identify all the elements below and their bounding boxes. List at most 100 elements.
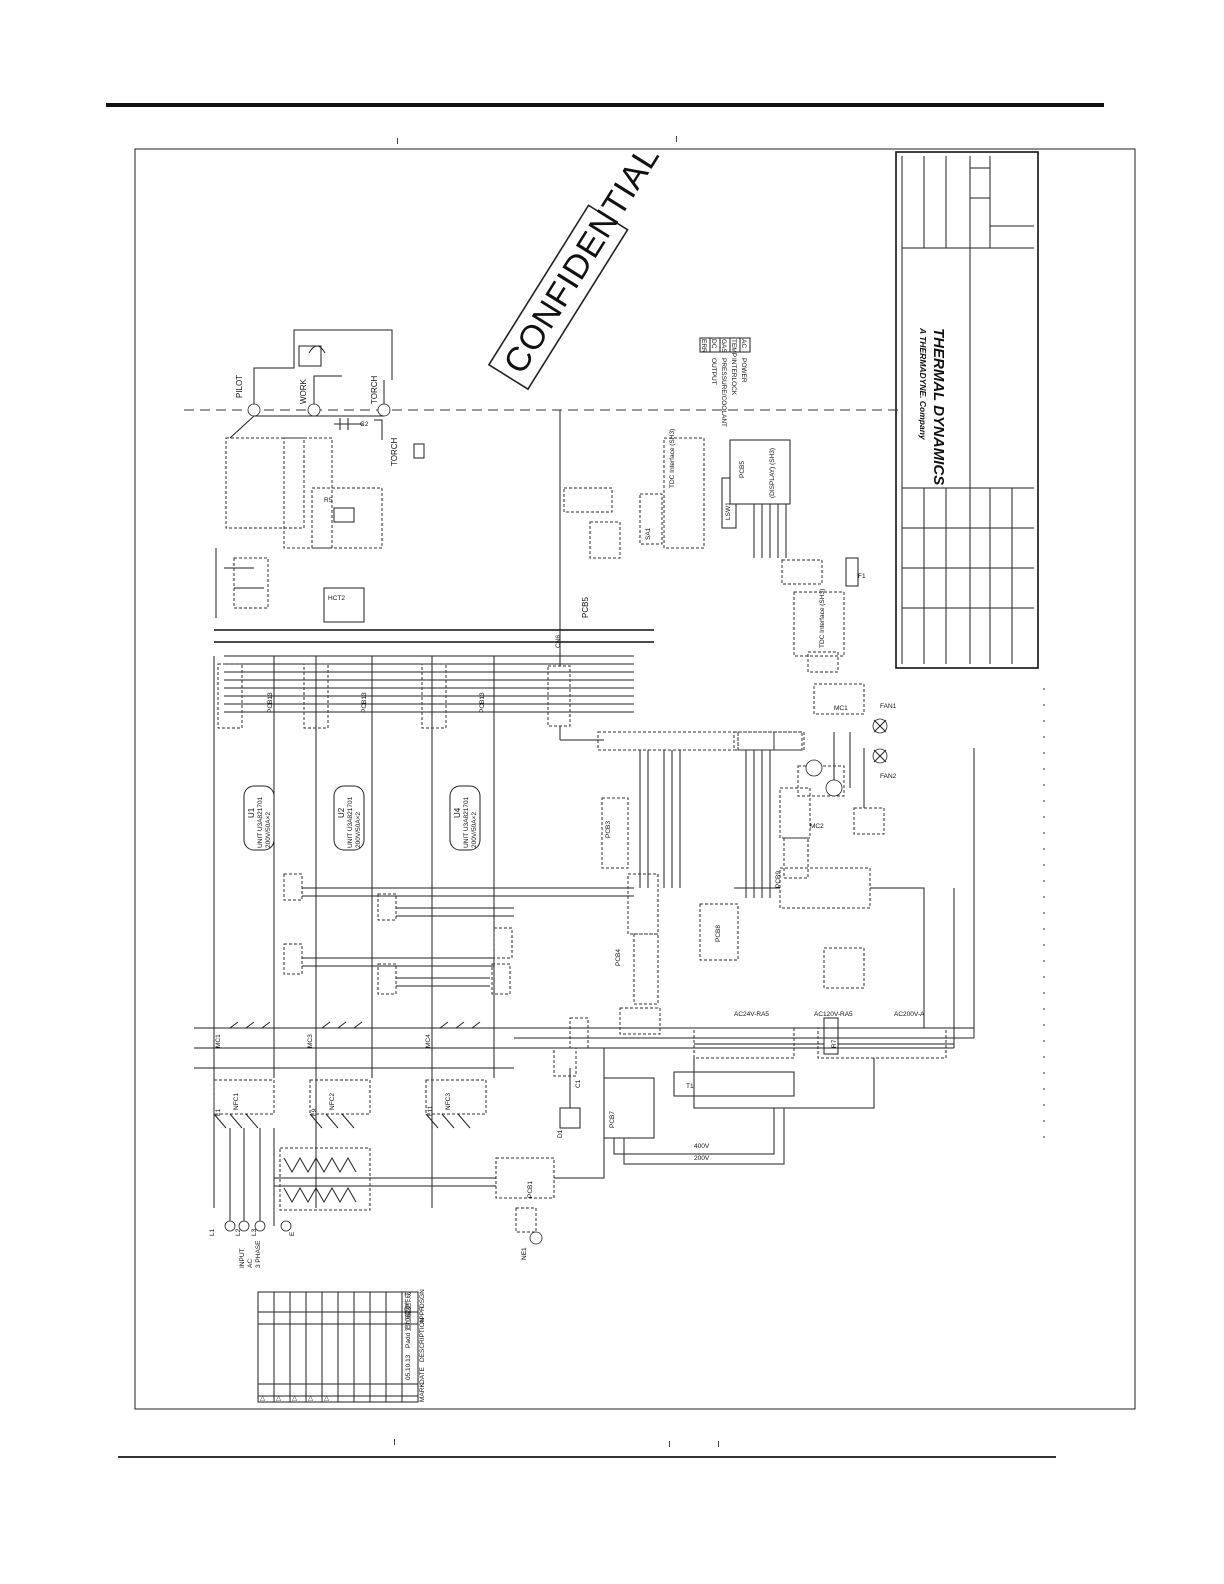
svg-text:PCB8: PCB8 [715,925,722,942]
svg-text:PCB5: PCB5 [739,461,746,478]
bottom-rule [118,1456,1056,1458]
svg-text:C1: C1 [575,1079,582,1088]
svg-text:T1: T1 [686,1083,694,1090]
svg-text:C2: C2 [360,421,369,428]
legend-row-4: ERR [699,337,711,353]
svg-text:3 PHASE: 3 PHASE [255,1240,262,1268]
svg-text:PCB13: PCB13 [479,692,486,713]
svg-text:L9: L9 [311,1108,318,1116]
svg-text:200V/50A×2: 200V/50A×2 [265,812,272,848]
terminal-work: WORK [299,378,308,404]
svg-text:05.10.13: 05.10.13 [405,1354,412,1380]
lower-wiring: AC24V-RA5 AC120V-RA5 AC200V-A [514,748,975,1109]
svg-text:INPUT: INPUT [239,1248,246,1268]
svg-text:OUTPUT: OUTPUT [710,358,717,385]
svg-text:MC2: MC2 [810,823,824,830]
svg-text:INTERLOCK: INTERLOCK [730,358,737,396]
power-unit-u1: U1 UNIT U3A821701 200V/50A×2 PCB13 [243,692,275,851]
svg-text:L1: L1 [209,1228,216,1236]
company-tagline: A THERMADYNE. Company [918,327,928,441]
right-section: SA1 TDC Interface (SH3) LSW1 PCB5 (DISPL… [563,429,925,1028]
svg-text:PCB4: PCB4 [615,949,622,966]
svg-text:MC1: MC1 [215,1034,222,1048]
svg-text:UNIT U3A821701: UNIT U3A821701 [257,796,264,848]
svg-text:R5: R5 [324,497,333,504]
svg-text:TEMP: TEMP [730,339,737,357]
svg-text:R7: R7 [831,1039,838,1048]
confidential-stamp: CONFIDENTIAL [487,148,668,391]
svg-text:200V/50A×2: 200V/50A×2 [471,812,478,848]
svg-text:UNIT U3A821701: UNIT U3A821701 [347,796,354,848]
svg-text:PCB9: PCB9 [775,871,782,888]
torch-lead-label: TORCH [390,437,399,466]
svg-text:NFC1: NFC1 [233,1093,240,1110]
svg-text:△: △ [308,1395,314,1402]
svg-text:△: △ [276,1395,282,1402]
svg-text:AC: AC [247,1259,254,1268]
svg-text:L1: L1 [215,1108,222,1116]
power-unit-u2: U2 UNIT U3A821701 200V/50A×2 PCB13 [333,692,368,851]
svg-text:MARK: MARK [419,1383,426,1402]
hct2-label: HCT2 [328,595,345,602]
control-boards: CN6 PCB5 PCB3 PCB4 PCB7 D1 C1 400V 200V … [547,410,954,1165]
legend-row-1: TEMP INTERLOCK [729,337,741,396]
svg-text:DESCRIPTION: DESCRIPTION [419,1317,426,1362]
contactor-row: MC1 MC3 MC4 NFC1 NFC2 NFC3 L1 L9 L11 [194,1021,514,1129]
company-name: THERMAL DYNAMICS [930,328,947,485]
svg-text:PCB3: PCB3 [605,821,612,838]
svg-text:(DISPLAY) (SH3): (DISPLAY) (SH3) [769,448,776,498]
terminal-torch: TORCH [370,375,379,404]
unit-connectors [217,663,634,995]
svg-text:PCB1: PCB1 [527,1181,534,1198]
title-block: THERMAL DYNAMICS A THERMADYNE. Company [895,151,1039,669]
svg-text:APPR: APPR [419,1306,426,1324]
legend-row-3: DC OUTPUT [709,337,721,385]
svg-text:POWER: POWER [740,358,747,383]
top-rule [106,103,1104,107]
svg-text:200V/50A×2: 200V/50A×2 [355,812,362,848]
svg-text:△: △ [324,1395,330,1402]
svg-text:AC24V-RA5: AC24V-RA5 [734,1011,769,1018]
terminal-pilot: PILOT [235,375,244,398]
revision-block: △ △ △ △ △ 05.10.13 Padd 追加 変更 承認 作成 MARK… [257,1289,426,1403]
svg-text:L2: L2 [235,1228,242,1236]
svg-text:AC120V-RA5: AC120V-RA5 [814,1011,853,1018]
svg-text:DC: DC [710,339,717,349]
svg-text:NE1: NE1 [521,1247,528,1260]
svg-text:△: △ [260,1395,266,1402]
svg-text:U2: U2 [337,807,346,818]
svg-text:DSGN: DSGN [419,1289,426,1308]
legend-row-0: AC POWER [739,337,751,383]
svg-text:D1: D1 [557,1129,564,1138]
svg-text:PCB7: PCB7 [609,1111,616,1128]
status-legend: AC POWER TEMP INTERLOCK GAS PRESSURE/COO… [699,337,751,427]
sheet-border [134,148,1136,1410]
svg-text:PRESSURE/COOLANT: PRESSURE/COOLANT [720,358,727,427]
svg-text:MC4: MC4 [425,1034,432,1048]
svg-text:LSW1: LSW1 [725,502,732,520]
power-bus [213,629,654,1208]
power-unit-u4: U4 UNIT U3A821701 200V/50A×2 PCB13 [449,692,486,851]
svg-text:GAS: GAS [720,339,727,353]
svg-text:CONFIDENTIAL: CONFIDENTIAL [497,148,668,380]
svg-text:AC: AC [740,339,747,348]
svg-text:TDC Interface (SH3): TDC Interface (SH3) [819,589,826,648]
svg-text:MC3: MC3 [307,1034,314,1048]
fan2-label: FAN2 [880,773,897,780]
svg-text:L11: L11 [427,1105,434,1116]
svg-text:E: E [289,1231,296,1236]
svg-text:Padd 追加 変更: Padd 追加 変更 [403,1303,412,1348]
svg-text:F1: F1 [858,573,866,580]
svg-text:TDC Interface (SH3): TDC Interface (SH3) [669,429,676,488]
fan1-label: FAN1 [880,703,897,710]
svg-text:U4: U4 [453,807,462,818]
svg-text:承認 作成: 承認 作成 [403,1292,412,1320]
wiring-diagram: THERMAL DYNAMICS A THERMADYNE. Company C… [134,148,1136,1410]
pilot-circuit: HCT2 R5 C2 [215,415,384,623]
svg-text:PCB13: PCB13 [267,692,274,713]
legend-row-2: GAS PRESSURE/COOLANT [719,337,731,427]
svg-text:U1: U1 [247,807,256,818]
svg-text:PCB13: PCB13 [361,692,368,713]
output-terminals: PILOT WORK TORCH [235,329,393,417]
svg-text:400V: 400V [694,1143,710,1150]
